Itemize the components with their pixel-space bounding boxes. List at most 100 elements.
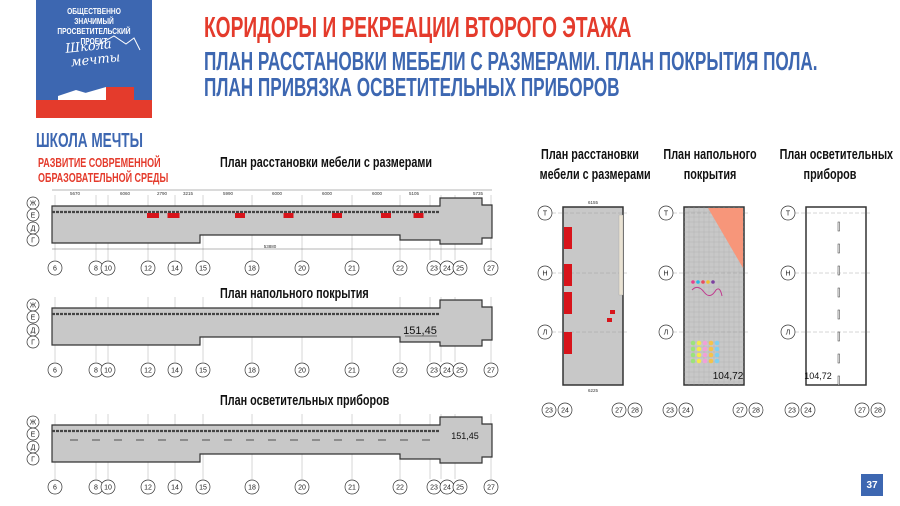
axis-bubble-23 xyxy=(784,402,800,418)
row-bubble-Ж-label: Ж xyxy=(30,303,37,310)
side-label-floor-1: План напольного xyxy=(663,146,757,163)
furniture-block xyxy=(610,310,615,314)
floor-dot xyxy=(690,340,696,346)
area-label: 104,72 xyxy=(713,371,744,382)
axis-bubble-25-label: 25 xyxy=(456,266,464,273)
floor-dot xyxy=(702,340,708,346)
axis-bubble-15 xyxy=(195,479,211,495)
axis-bubble-23-label: 23 xyxy=(430,485,438,492)
floor-dot xyxy=(696,340,702,346)
floor-dot xyxy=(714,346,720,352)
furniture-block xyxy=(147,213,159,218)
axis-bubble-24 xyxy=(557,402,573,418)
row-bubble-Л-label: Л xyxy=(543,330,548,337)
row-bubble-Г xyxy=(26,233,40,247)
furniture-block xyxy=(564,332,572,354)
axis-bubble-22 xyxy=(392,260,408,276)
furniture-block xyxy=(381,213,391,218)
axis-bubble-12 xyxy=(140,260,156,276)
row-bubble-Н-label: Н xyxy=(663,271,668,278)
top-dimension-label: 6155 xyxy=(588,200,599,205)
floor-game-marker xyxy=(711,280,715,284)
salmon-floor-zone xyxy=(708,208,743,268)
side-label-lighting-2: приборов xyxy=(803,166,857,183)
side-label-lighting-1: План осветительных xyxy=(779,146,894,163)
row-bubble-Ж-label: Ж xyxy=(30,201,37,208)
row-bubble-Л xyxy=(780,324,796,340)
axis-bubble-14-label: 14 xyxy=(171,485,179,492)
recreation-floor xyxy=(562,206,624,386)
axis-bubble-12 xyxy=(140,479,156,495)
axis-bubble-14-label: 14 xyxy=(171,266,179,273)
axis-bubble-28-label: 28 xyxy=(631,408,639,415)
side-label-furniture-1: План расстановки xyxy=(541,146,639,163)
floor-game-path xyxy=(691,286,723,297)
axis-bubble-23 xyxy=(541,402,557,418)
row-bubble-Л xyxy=(658,324,674,340)
furniture-block xyxy=(167,213,180,218)
axis-bubble-8-label: 8 xyxy=(94,485,98,492)
row-bubble-Ж-label: Ж xyxy=(30,420,37,427)
axis-bubble-20 xyxy=(294,362,310,378)
axis-bubble-27 xyxy=(732,402,748,418)
axis-bubble-24 xyxy=(678,402,694,418)
axis-bubble-12 xyxy=(140,362,156,378)
axis-bubble-23 xyxy=(662,402,678,418)
floor-dot xyxy=(702,352,708,358)
axis-bubble-23-label: 23 xyxy=(545,408,553,415)
row-bubble-Т-label: Т xyxy=(543,211,548,218)
axis-bubble-28 xyxy=(627,402,643,418)
row-bubble-Е xyxy=(26,427,40,441)
area-label: 151,45 xyxy=(403,325,437,337)
plan-label-lighting: План осветительных приборов xyxy=(220,392,390,409)
axis-bubble-27-label: 27 xyxy=(487,266,495,273)
row-bubble-Д-label: Д xyxy=(31,328,36,335)
axis-bubble-27-label: 27 xyxy=(487,368,495,375)
floor-dot xyxy=(708,340,714,346)
light-fixture xyxy=(837,243,840,254)
floor-game-marker xyxy=(701,280,705,284)
row-bubble-Н-label: Н xyxy=(785,271,790,278)
furniture-block xyxy=(413,213,424,218)
floor-dot xyxy=(702,346,708,352)
axis-bubble-15-label: 15 xyxy=(199,485,207,492)
row-bubble-Е-label: Е xyxy=(31,432,36,439)
axis-bubble-6 xyxy=(47,362,63,378)
recreation-floor xyxy=(805,206,867,386)
floor-game-marker xyxy=(696,280,700,284)
corridor-floor xyxy=(51,299,493,347)
axis-bubble-21-label: 21 xyxy=(348,485,356,492)
logo-tagline: ОБЩЕСТВЕННО ЗНАЧИМЫЙ ПРОСВЕТИТЕЛЬСКИЙ ПР… xyxy=(57,6,131,46)
axis-bubble-28 xyxy=(748,402,764,418)
floor-dot xyxy=(708,358,714,364)
floor-dot xyxy=(690,352,696,358)
axis-bubble-21-label: 21 xyxy=(348,368,356,375)
axis-bubble-24-label: 24 xyxy=(804,408,812,415)
axis-bubble-14-label: 14 xyxy=(171,368,179,375)
row-bubble-Л xyxy=(537,324,553,340)
axis-bubble-25 xyxy=(452,362,468,378)
row-bubble-Т-label: Т xyxy=(664,211,669,218)
axis-bubble-20-label: 20 xyxy=(298,485,306,492)
axis-bubble-23-label: 23 xyxy=(430,368,438,375)
floor-dot xyxy=(714,340,720,346)
row-bubble-Л-label: Л xyxy=(786,330,791,337)
axis-bubble-27 xyxy=(854,402,870,418)
axis-bubble-22 xyxy=(392,362,408,378)
axis-bubble-28 xyxy=(870,402,886,418)
axis-bubble-21-label: 21 xyxy=(348,266,356,273)
dimension-label: 5735 xyxy=(473,191,484,196)
axis-bubble-23-label: 23 xyxy=(430,266,438,273)
axis-bubble-24-label: 24 xyxy=(443,368,451,375)
row-bubble-Г-label: Г xyxy=(31,238,35,245)
axis-bubble-10-label: 10 xyxy=(104,368,112,375)
light-fixture xyxy=(837,287,840,298)
axis-bubble-25 xyxy=(452,479,468,495)
axis-bubble-18 xyxy=(244,362,260,378)
row-bubble-Г xyxy=(26,335,40,349)
bottom-dimension-label: 6225 xyxy=(588,388,599,393)
logo: ОБЩЕСТВЕННО ЗНАЧИМЫЙ ПРОСВЕТИТЕЛЬСКИЙ ПР… xyxy=(36,0,152,118)
axis-bubble-24-label: 24 xyxy=(561,408,569,415)
axis-bubble-14 xyxy=(167,479,183,495)
